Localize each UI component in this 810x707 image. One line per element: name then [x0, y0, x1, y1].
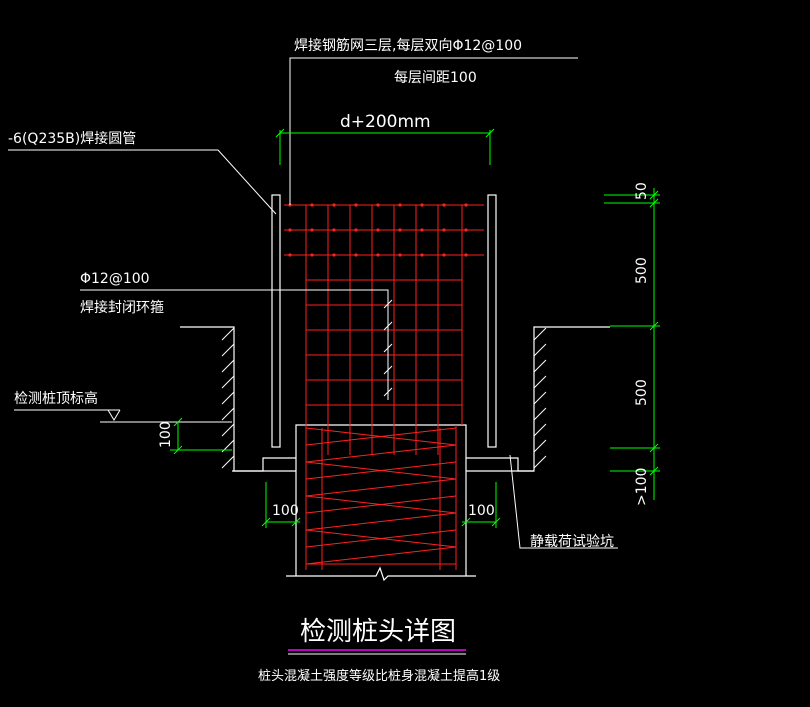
dim-500-upper: 500	[634, 257, 650, 284]
dim-ge-100: >100	[634, 468, 650, 506]
drawing-subtitle: 桩头混凝土强度等级比桩身混凝土提高1级	[258, 668, 500, 684]
dim-100-bottom-right: 100	[468, 503, 495, 519]
test-pit-outline	[180, 326, 610, 472]
steel-tube	[271, 194, 497, 448]
stirrup-desc-label: 焊接封闭环箍	[80, 299, 164, 316]
stirrup-spec-label: Φ12@100	[80, 271, 150, 287]
pile-top-elevation-label: 检测桩顶标高	[14, 390, 98, 407]
mesh-note-line1: 焊接钢筋网三层,每层双向Φ12@100	[294, 37, 522, 54]
mesh-note-line2: 每层间距100	[394, 70, 477, 86]
pile-stirrups	[305, 425, 457, 570]
rebar-mesh-dots	[288, 203, 468, 257]
drawing-title: 检测桩头详图	[300, 617, 456, 647]
rebar-mesh	[284, 204, 484, 455]
dim-50: 50	[634, 182, 650, 200]
stirrup-leader	[80, 289, 393, 400]
dim-100-bottom-left: 100	[272, 503, 299, 519]
dimension-lines	[170, 128, 660, 528]
dim-500-lower: 500	[634, 379, 650, 406]
leader-lines	[8, 57, 618, 549]
width-dimension-label: d+200mm	[340, 112, 431, 132]
dim-100-left-vertical: 100	[158, 421, 174, 448]
pile-body	[286, 424, 476, 582]
steel-tube-label: -6(Q235B)焊接圆管	[8, 130, 136, 147]
test-pit-label: 静载荷试验坑	[530, 534, 614, 550]
